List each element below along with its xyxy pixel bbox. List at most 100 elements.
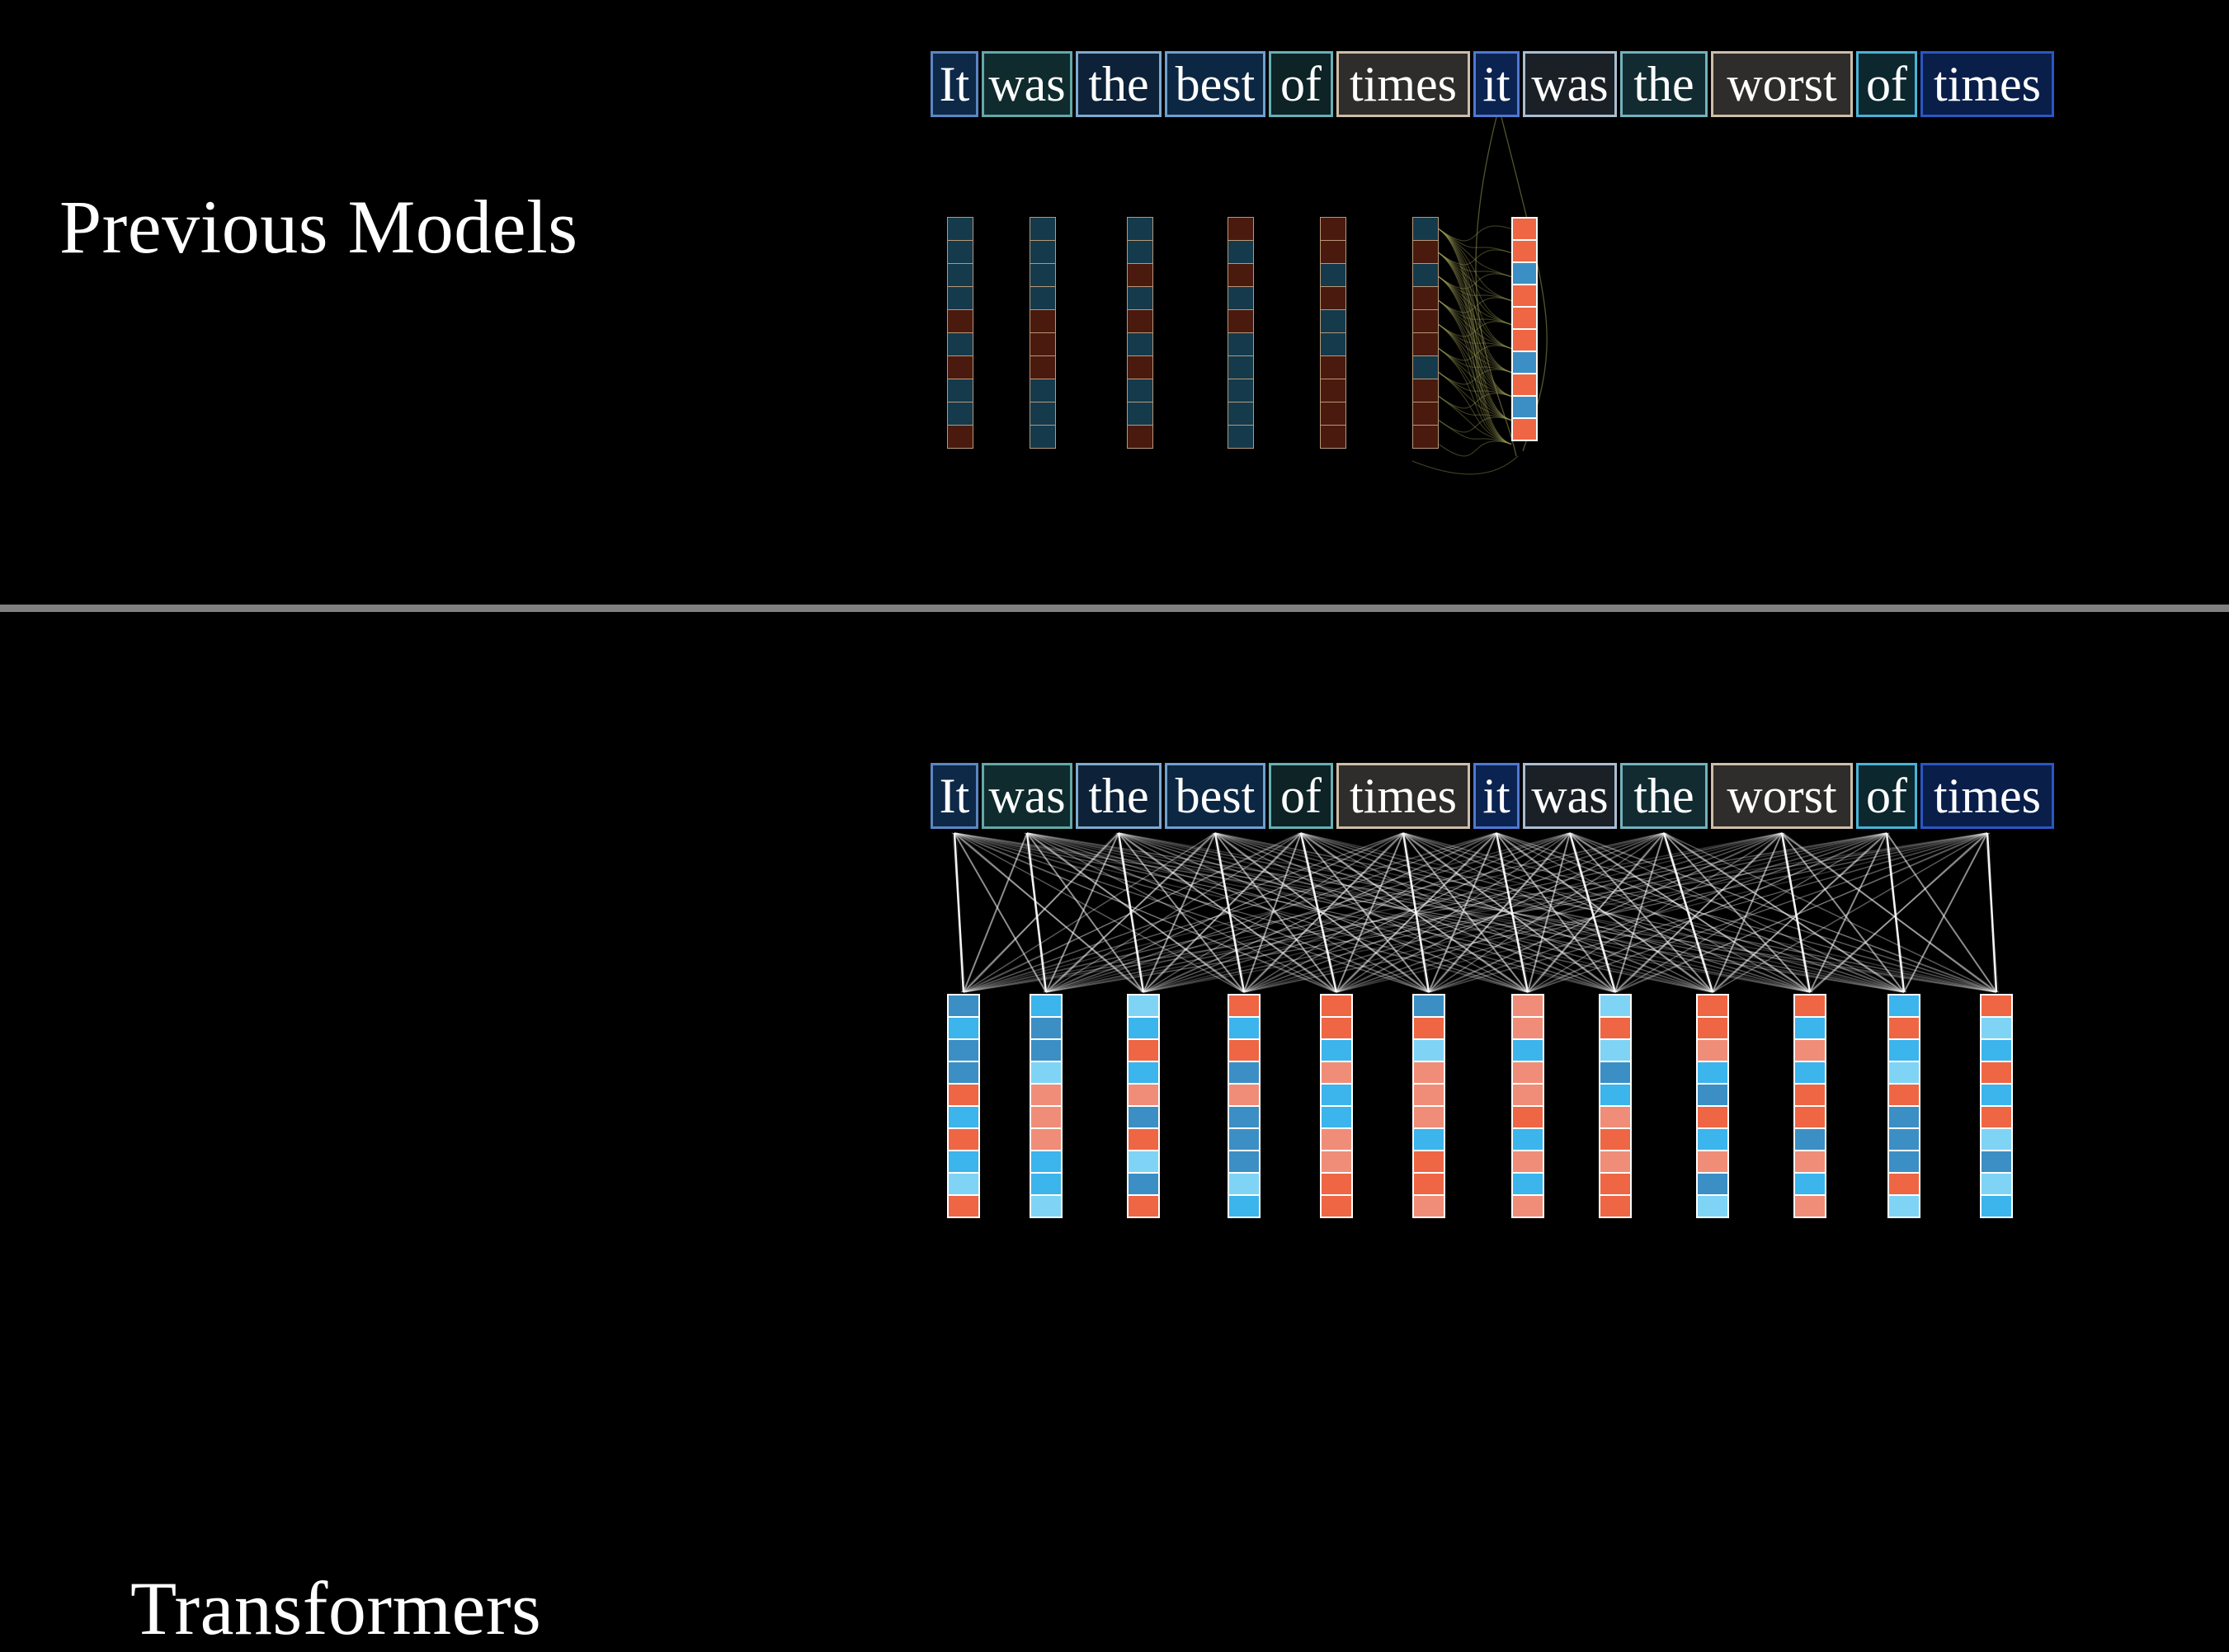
embedding-cell [947, 1172, 980, 1196]
embedding-cell [1228, 263, 1254, 287]
previous-token-6: it [1473, 51, 1520, 117]
embedding-cell [1599, 1172, 1632, 1196]
embedding-cell [1412, 1105, 1445, 1129]
embedding-cell [1320, 1038, 1353, 1062]
embedding-cell [1793, 1172, 1826, 1196]
token-label: It [939, 57, 970, 111]
embedding-cell [1887, 1127, 1920, 1151]
embedding-cell [1412, 379, 1439, 402]
transformers-token-1: was [982, 763, 1072, 829]
embedding-cell [1511, 217, 1538, 241]
embedding-cell [1030, 425, 1056, 449]
embedding-cell [1228, 217, 1254, 241]
embedding-cell [947, 1150, 980, 1174]
previous-token-2: the [1076, 51, 1162, 117]
embedding-cell [1127, 355, 1153, 379]
embedding-cell [1980, 1127, 2013, 1151]
embedding-cell [1127, 402, 1153, 426]
embedding-cell [1030, 402, 1056, 426]
embedding-cell [1320, 286, 1346, 310]
previous-hidden-state-column-5 [1412, 217, 1439, 449]
embedding-cell [1412, 263, 1439, 287]
embedding-cell [1030, 1038, 1063, 1062]
embedding-cell [1793, 1016, 1826, 1040]
embedding-cell [1412, 994, 1445, 1018]
embedding-cell [1412, 1172, 1445, 1196]
embedding-cell [1127, 1061, 1160, 1085]
embedding-cell [1320, 1194, 1353, 1218]
embedding-cell [1127, 1016, 1160, 1040]
embedding-cell [947, 217, 973, 241]
embedding-cell [1599, 1105, 1632, 1129]
embedding-cell [1793, 1127, 1826, 1151]
embedding-cell [1511, 1083, 1544, 1107]
embedding-cell [1696, 1127, 1729, 1151]
embedding-cell [1320, 240, 1346, 264]
embedding-cell [1511, 1016, 1544, 1040]
embedding-cell [1793, 1105, 1826, 1129]
embedding-cell [947, 1038, 980, 1062]
previous-hidden-state-column-6 [1511, 217, 1538, 441]
embedding-cell [947, 1061, 980, 1085]
embedding-cell [1228, 379, 1254, 402]
embedding-cell [1030, 332, 1056, 356]
embedding-cell [1599, 1038, 1632, 1062]
embedding-cell [1511, 306, 1538, 330]
embedding-cell [1793, 1061, 1826, 1085]
embedding-cell [1228, 1061, 1261, 1085]
embedding-cell [1320, 1061, 1353, 1085]
token-label: was [1531, 769, 1609, 823]
embedding-cell [1412, 402, 1439, 426]
token-label: it [1482, 57, 1510, 111]
embedding-cell [1412, 1083, 1445, 1107]
transformers-token-8: the [1620, 763, 1708, 829]
embedding-cell [1696, 1016, 1729, 1040]
embedding-cell [947, 1194, 980, 1218]
embedding-cell [1030, 286, 1056, 310]
embedding-cell [947, 1016, 980, 1040]
transformers-token-7: was [1523, 763, 1617, 829]
token-label: best [1175, 769, 1256, 823]
embedding-cell [1127, 240, 1153, 264]
embedding-cell [1980, 1083, 2013, 1107]
embedding-cell [1320, 425, 1346, 449]
embedding-cell [1980, 1061, 2013, 1085]
previous-token-5: times [1336, 51, 1470, 117]
embedding-cell [947, 355, 973, 379]
transformer-embedding-column-4 [1320, 994, 1353, 1218]
embedding-cell [1511, 328, 1538, 352]
embedding-cell [1980, 1105, 2013, 1129]
embedding-cell [1320, 402, 1346, 426]
embedding-cell [1599, 1061, 1632, 1085]
embedding-cell [1030, 217, 1056, 241]
embedding-cell [1511, 1105, 1544, 1129]
embedding-cell [1412, 1194, 1445, 1218]
embedding-cell [1511, 395, 1538, 419]
embedding-cell [1030, 309, 1056, 333]
previous-token-0: It [931, 51, 978, 117]
embedding-cell [1887, 1172, 1920, 1196]
previous-token-11: times [1920, 51, 2054, 117]
embedding-cell [947, 994, 980, 1018]
page-title-previous-models: Previous Models [59, 185, 578, 269]
embedding-cell [1127, 263, 1153, 287]
embedding-cell [1511, 239, 1538, 263]
token-label: times [1350, 57, 1457, 111]
embedding-cell [1980, 1194, 2013, 1218]
embedding-cell [1127, 217, 1153, 241]
embedding-cell [1228, 1038, 1261, 1062]
embedding-cell [1599, 1194, 1632, 1218]
embedding-cell [1793, 1150, 1826, 1174]
token-label: It [939, 769, 970, 823]
embedding-cell [1320, 355, 1346, 379]
embedding-cell [1887, 1061, 1920, 1085]
embedding-cell [1228, 1194, 1261, 1218]
previous-token-1: was [982, 51, 1072, 117]
transformer-embedding-column-8 [1696, 994, 1729, 1218]
embedding-cell [1696, 1038, 1729, 1062]
embedding-cell [1412, 1016, 1445, 1040]
previous-token-9: worst [1711, 51, 1853, 117]
previous-hidden-state-column-1 [1030, 217, 1056, 449]
embedding-cell [1127, 1038, 1160, 1062]
